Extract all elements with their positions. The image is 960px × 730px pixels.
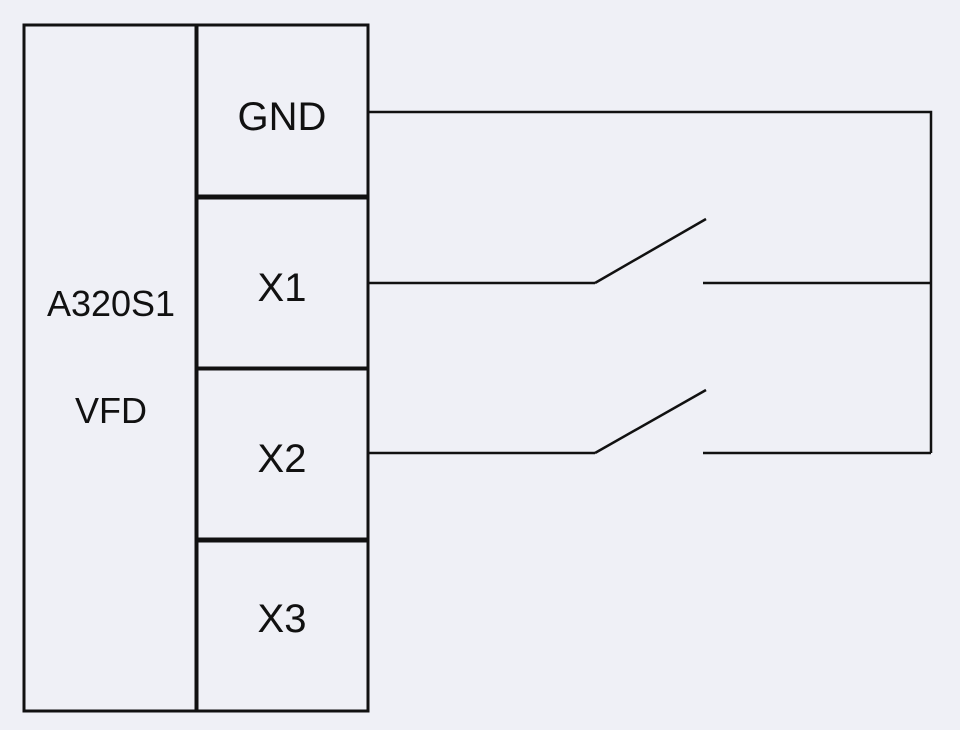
device-model-label: A320S1 <box>47 283 175 324</box>
terminal-box-gnd <box>195 23 370 198</box>
terminal-label-x3: X3 <box>258 597 307 641</box>
terminal-box-x2 <box>195 367 370 541</box>
terminal-box-x3 <box>195 539 370 713</box>
terminal-label-x1: X1 <box>258 266 307 310</box>
device-type-label: VFD <box>75 390 147 431</box>
x1-switch-blade <box>594 217 707 285</box>
vfd-box <box>22 23 198 713</box>
x2-switch-blade <box>594 388 707 455</box>
terminal-label-gnd: GND <box>238 95 327 139</box>
terminal-label-x2: X2 <box>258 437 307 481</box>
gnd-common-wire <box>369 110 933 453</box>
